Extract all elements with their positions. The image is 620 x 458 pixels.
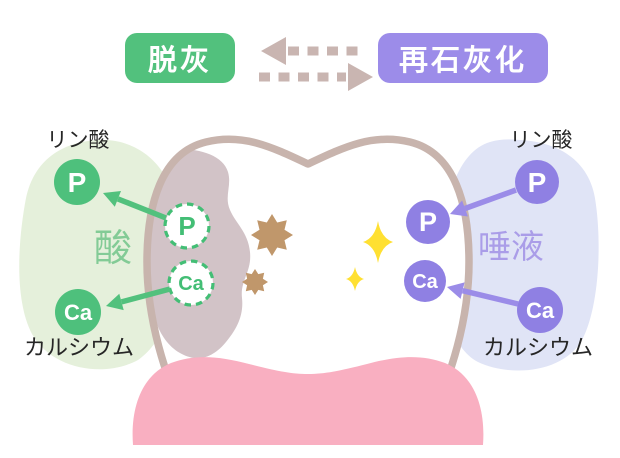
- calcium-label-right: カルシウム: [483, 335, 593, 360]
- sparkle-icon-small: [346, 267, 364, 291]
- demineralized-area: [149, 148, 251, 359]
- bacteria-icon-small: [242, 269, 268, 295]
- phosphate-label-right: リン酸: [510, 129, 573, 152]
- saliva-zone-label: 唾液: [478, 228, 544, 265]
- remin-arrow-phosphate: [450, 187, 517, 217]
- phosphate-ion-released: P: [54, 159, 100, 205]
- demin-arrow-phosphate: [103, 191, 168, 221]
- svg-text:P: P: [528, 167, 547, 198]
- svg-text:P: P: [68, 167, 87, 198]
- demin-arrow-calcium: [106, 286, 171, 311]
- phosphate-ion-deposited: P: [406, 200, 450, 244]
- acid-zone-label: 酸: [94, 228, 132, 270]
- sparkle-icon-large: [363, 221, 393, 263]
- demineralization-badge: 脱灰: [125, 33, 235, 83]
- calcium-ion-deposited: Ca: [404, 260, 446, 302]
- phosphate-ion-saliva: P: [515, 160, 559, 204]
- remin-arrow-calcium: [447, 282, 519, 307]
- svg-text:P: P: [419, 207, 437, 237]
- tooth-outline: [143, 135, 473, 436]
- svg-text:P: P: [178, 211, 195, 241]
- phosphate-label-left: リン酸: [47, 129, 110, 152]
- calcium-ion-leaving: Ca: [167, 259, 215, 307]
- svg-text:Ca: Ca: [412, 271, 438, 293]
- bacteria-icon-large: [251, 214, 293, 256]
- svg-text:Ca: Ca: [526, 298, 555, 323]
- remineralization-label: 再石灰化: [398, 45, 527, 77]
- svg-text:Ca: Ca: [178, 273, 204, 295]
- remineralization-badge: 再石灰化: [378, 33, 548, 83]
- calcium-ion-saliva: Ca: [517, 287, 563, 333]
- exchange-arrow-right-icon: [259, 63, 373, 91]
- calcium-label-left: カルシウム: [24, 335, 134, 360]
- svg-text:Ca: Ca: [64, 300, 93, 325]
- exchange-arrow-left-icon: [261, 37, 359, 65]
- phosphate-ion-leaving: P: [163, 202, 211, 250]
- calcium-ion-released: Ca: [55, 289, 101, 335]
- demineralization-label: 脱灰: [147, 45, 212, 77]
- gum: [132, 357, 484, 445]
